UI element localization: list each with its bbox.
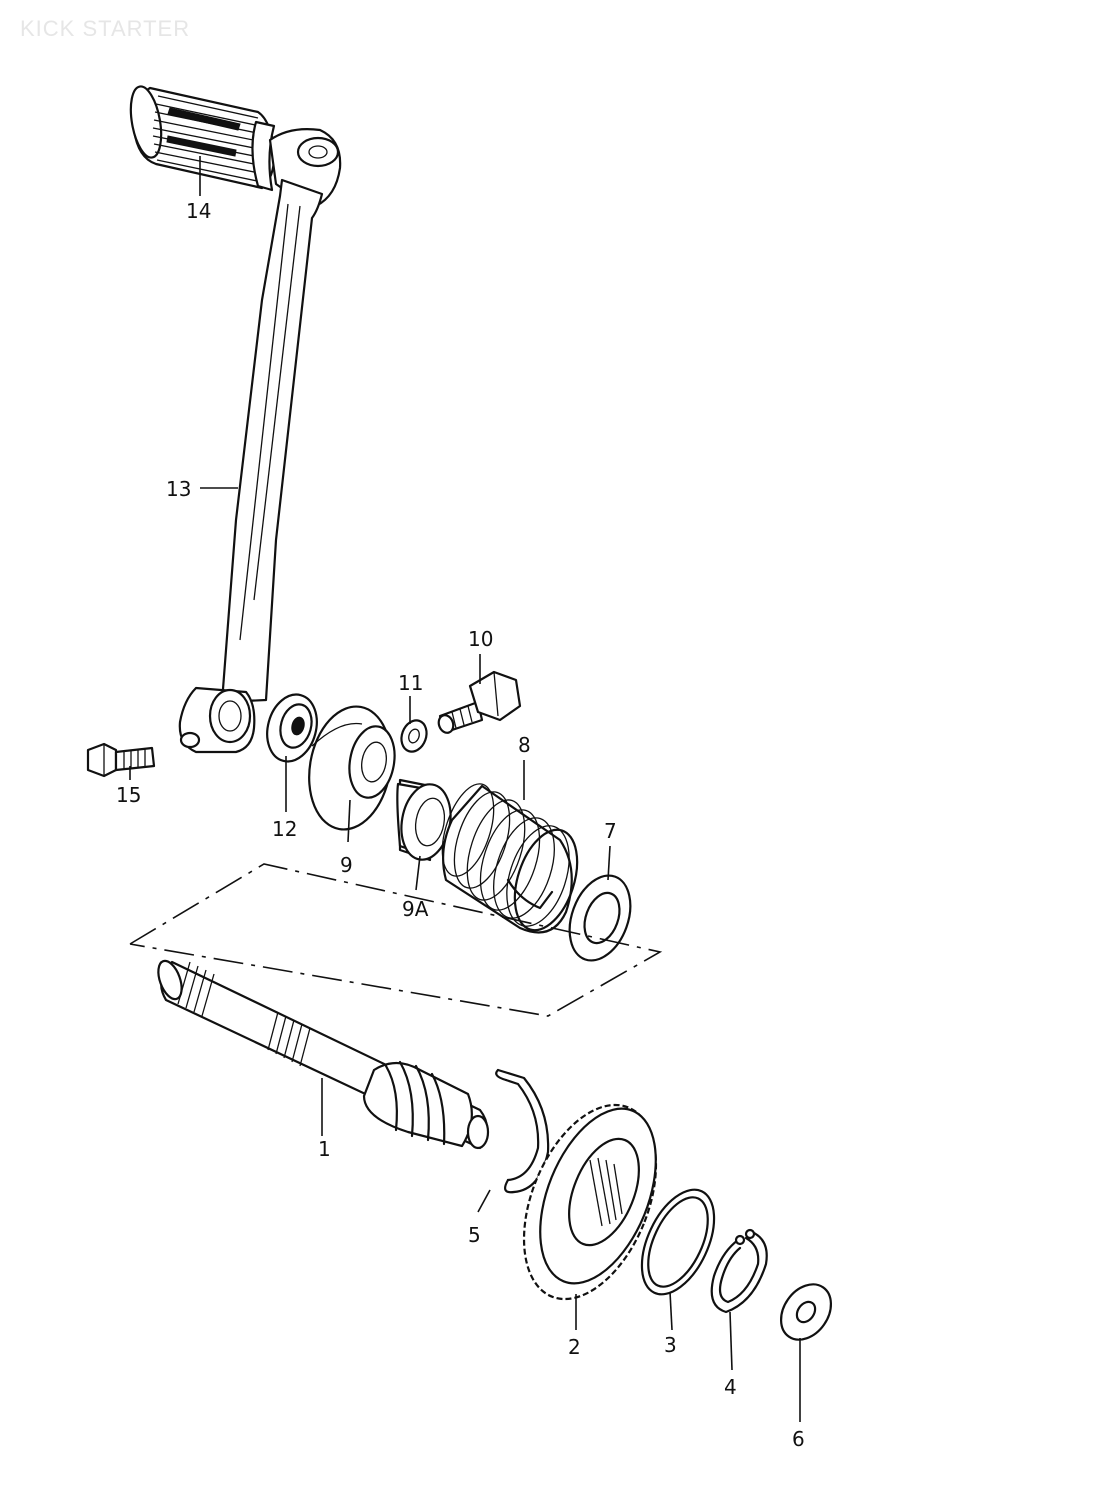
- leader-lines: [129, 156, 801, 1422]
- label-10: 10: [468, 627, 493, 651]
- label-4: 4: [724, 1375, 737, 1399]
- part-9a-bush[interactable]: [396, 778, 456, 864]
- part-4-circlip[interactable]: [710, 1228, 768, 1314]
- label-13: 13: [166, 477, 191, 501]
- label-11: 11: [398, 671, 423, 695]
- part-14-grip[interactable]: [126, 84, 276, 192]
- assembly-bracket: [129, 863, 663, 1017]
- part-12-oil-seal[interactable]: [260, 689, 324, 767]
- part-8-spring[interactable]: [432, 778, 588, 939]
- label-9a: 9A: [402, 897, 429, 921]
- part-9-guide[interactable]: [300, 700, 400, 836]
- part-3-washer[interactable]: [627, 1179, 729, 1306]
- label-1: 1: [318, 1137, 331, 1161]
- part-7-washer[interactable]: [559, 867, 642, 969]
- label-15: 15: [116, 783, 141, 807]
- part-10-bolt[interactable]: [436, 670, 522, 735]
- label-3: 3: [664, 1333, 677, 1357]
- label-6: 6: [792, 1427, 805, 1451]
- label-12: 12: [272, 817, 297, 841]
- label-14: 14: [186, 199, 211, 223]
- label-9: 9: [340, 853, 353, 877]
- label-5: 5: [468, 1223, 481, 1247]
- diagram-title: KICK STARTER: [20, 16, 191, 41]
- part-2-gear[interactable]: [498, 1086, 682, 1319]
- part-1-shaft[interactable]: [154, 958, 490, 1150]
- label-8: 8: [518, 733, 531, 757]
- part-6-washer[interactable]: [771, 1275, 841, 1349]
- label-7: 7: [604, 819, 617, 843]
- part-5-clip[interactable]: [495, 1068, 550, 1194]
- part-labels: 14 13 15 12 9 9A 8 7 10 11 1 5 2 3 4 6: [116, 199, 805, 1451]
- part-13-kick-lever[interactable]: [178, 128, 342, 754]
- part-11-washer[interactable]: [397, 717, 430, 755]
- label-2: 2: [568, 1335, 581, 1359]
- part-15-bolt[interactable]: [86, 742, 156, 778]
